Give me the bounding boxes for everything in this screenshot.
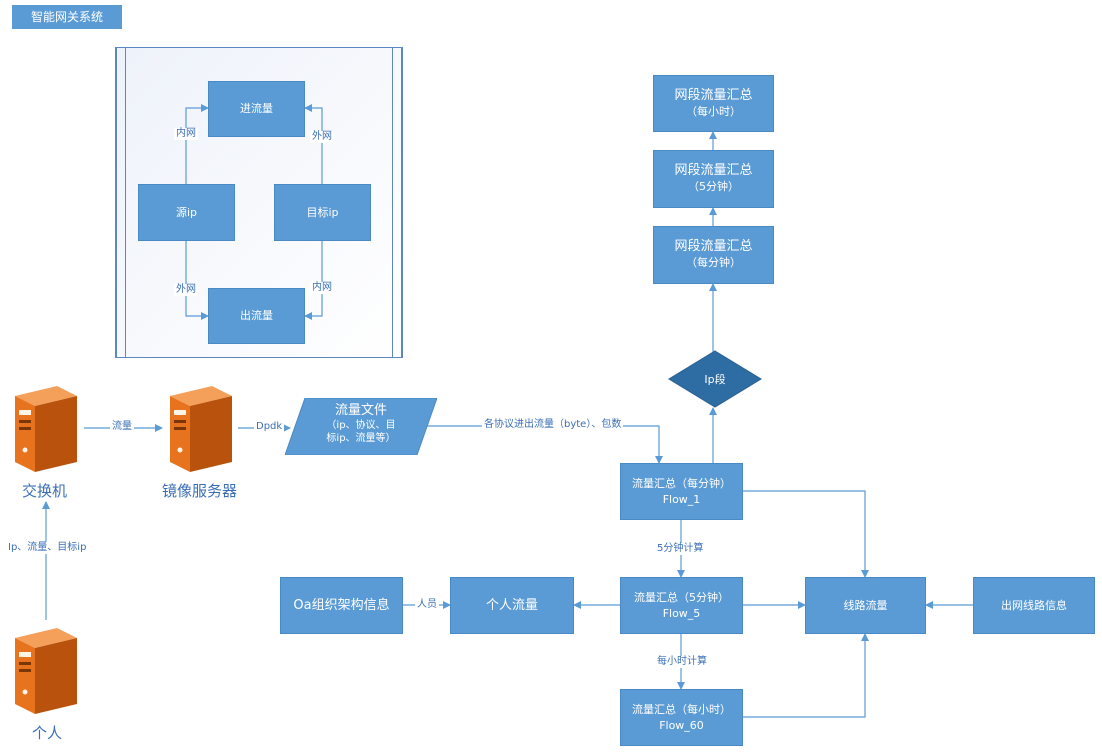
switch-label: 交换机 [22,482,68,500]
segment-minute-title: 网段流量汇总 [674,239,753,254]
flow5-title: 流量汇总（5分钟） [634,590,729,604]
flow60-box: 流量汇总（每小时） Flow_60 [620,689,743,746]
flow-file-line1: （ip、协议、目 [326,420,396,431]
flow60-title: 流量汇总（每小时） [632,702,731,716]
in-traffic-box: 进流量 [208,81,305,137]
segment-5min-box: 网段流量汇总 （5分钟） [653,150,774,208]
flow-file-title: 流量文件 [334,403,387,418]
flow60-sub: Flow_60 [659,718,704,732]
edge-label-hour: 每小时计算 [655,656,709,668]
out-traffic-box: 出流量 [208,288,305,344]
flow-file-shape [285,398,437,455]
flow-file-text: 流量文件 （ip、协议、目 标ip、流量等） [300,402,422,445]
edge-dst-to-out [304,241,323,320]
edge-flow60-to-line [743,633,869,718]
dst-ip-label: 目标ip [306,205,339,219]
dst-ip-box: 目标ip [274,184,371,241]
src-out-extranet-label: 外网 [174,284,198,296]
panel-left-bar [116,48,126,357]
line-traffic-label: 线路流量 [843,598,888,612]
edge-dst-to-in [304,104,323,184]
oa-info-box: Oa组织架构信息 [280,577,403,634]
src-ip-label: 源ip [175,205,198,219]
edge-src-to-out [185,241,209,320]
panel-right-bar [392,48,402,357]
system-title: 智能网关系统 [12,5,122,29]
flow1-sub: Flow_1 [662,492,701,506]
flow5-sub: Flow_5 [662,606,701,620]
segment-hour-box: 网段流量汇总 （每小时） [653,75,774,132]
segment-minute-box: 网段流量汇总 （每分钟） [653,226,774,284]
segment-5min-sub: （5分钟） [688,180,739,193]
out-line-info-label: 出网线路信息 [1001,598,1067,612]
edge-src-to-in [185,104,209,184]
edge-flow1-to-line [743,490,869,578]
segment-hour-sub: （每小时） [686,104,741,118]
out-line-info-box: 出网线路信息 [973,577,1095,634]
edge-label-protocols: 各协议进出流量（byte）、包数 [482,419,624,431]
src-in-intranet-label: 内网 [174,128,198,140]
mirror-server-icon [170,386,232,472]
segment-5min-title: 网段流量汇总 [674,163,753,178]
out-traffic-label: 出流量 [240,309,273,322]
edge-label-staff: 人员 [415,599,439,611]
edge-label-person-switch: Ip、流量、目标ip [6,542,89,554]
dst-out-intranet-label: 内网 [310,282,334,294]
personal-traffic-box: 个人流量 [450,577,574,634]
segment-minute-sub: （每分钟） [686,256,741,269]
mirror-label: 镜像服务器 [162,482,238,500]
edge-label-traffic: 流量 [110,421,134,433]
flow1-title: 流量汇总（每分钟） [632,476,731,490]
edge-file-to-flow1 [418,425,663,464]
segment-hour-title: 网段流量汇总 [674,87,753,103]
person-label: 个人 [32,724,63,742]
person-server-icon [15,628,77,714]
edge-label-5min: 5分钟计算 [655,543,706,555]
flow5-box: 流量汇总（5分钟） Flow_5 [620,577,743,634]
flow-file-line2: 标ip、流量等） [326,433,396,444]
src-ip-box: 源ip [138,184,235,241]
personal-traffic-label: 个人流量 [485,597,538,613]
oa-info-label: Oa组织架构信息 [293,597,390,613]
flow1-box: 流量汇总（每分钟） Flow_1 [620,463,743,520]
ip-segment-label: Ip段 [704,373,726,386]
in-traffic-label: 进流量 [240,102,273,115]
line-traffic-box: 线路流量 [805,577,926,634]
switch-server-icon [15,386,77,472]
dst-in-extranet-label: 外网 [310,131,334,143]
edge-label-dpdk: Dpdk [254,421,285,433]
